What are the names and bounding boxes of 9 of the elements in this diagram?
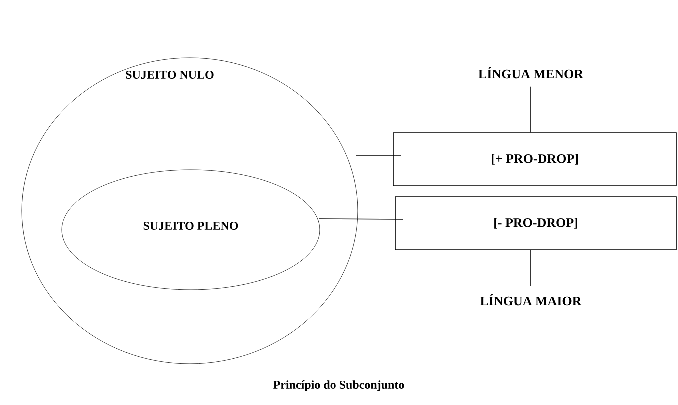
connector-line xyxy=(318,218,404,220)
connector-line xyxy=(530,250,532,287)
feature-box: [- PRO-DROP] xyxy=(395,196,677,250)
feature-box: [+ PRO-DROP] xyxy=(393,132,677,186)
connector-line xyxy=(356,155,402,156)
connector-line xyxy=(530,86,532,133)
caption: Princípio do Subconjunto xyxy=(274,380,404,392)
language-label: LÍNGUA MAIOR xyxy=(480,294,582,306)
language-label: LÍNGUA MENOR xyxy=(478,67,584,79)
